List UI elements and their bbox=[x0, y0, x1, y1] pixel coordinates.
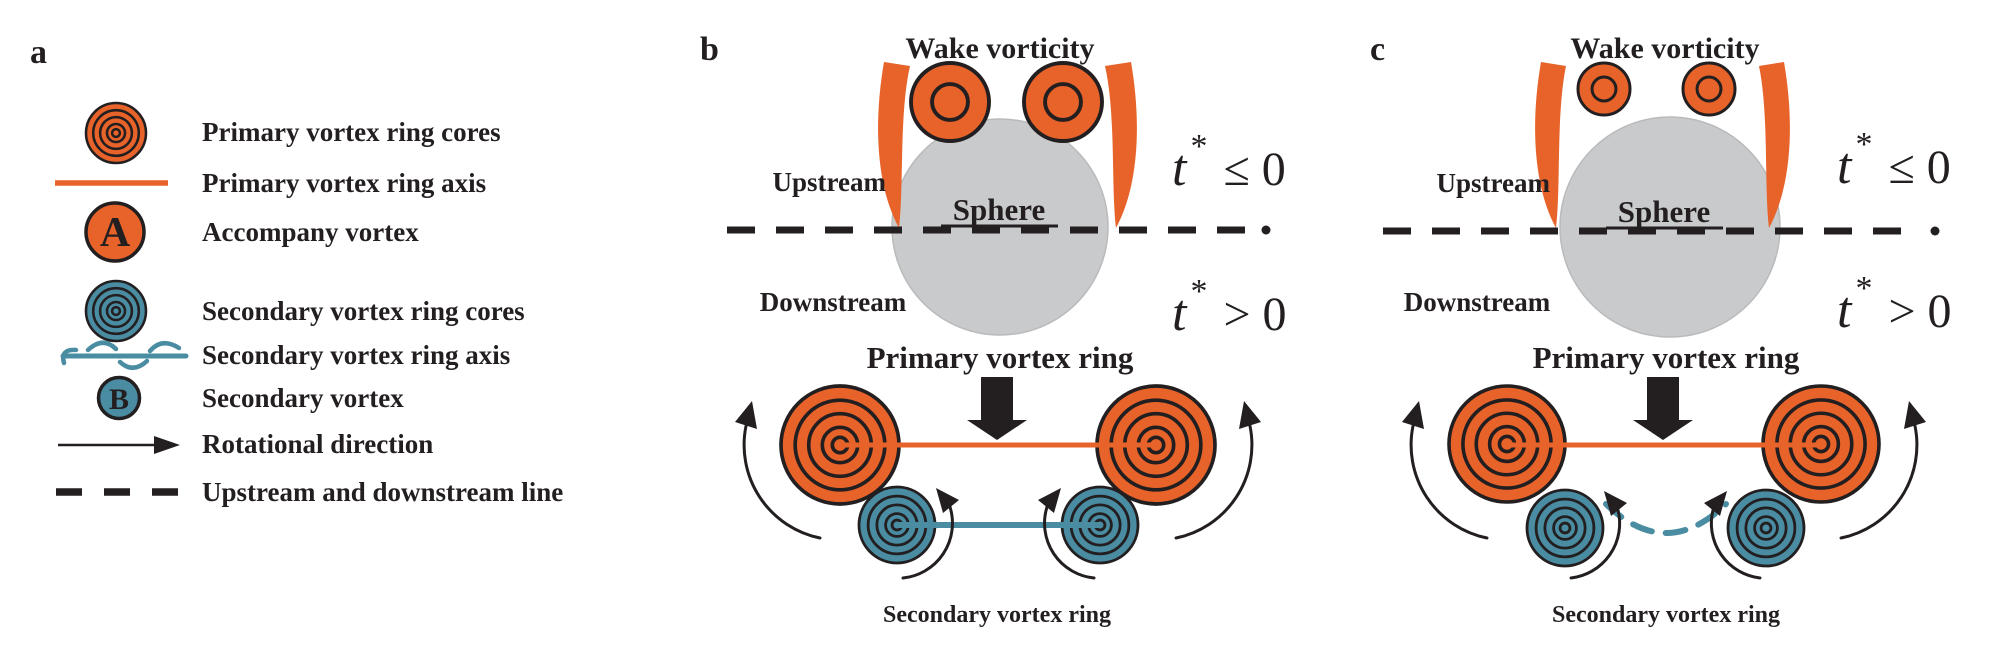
t-relation: > 0 bbox=[1888, 285, 1951, 338]
t-symbol: t bbox=[1172, 285, 1188, 342]
rotation-arrowhead-right-teal-c bbox=[1704, 491, 1727, 516]
rotation-arrowhead-right-teal-b bbox=[1038, 488, 1061, 513]
t-relation: ≤ 0 bbox=[1223, 143, 1285, 196]
rotation-arc-left-teal-b bbox=[901, 505, 954, 580]
t-superscript: * bbox=[1855, 270, 1872, 307]
rotation-arrowhead-left-teal-c bbox=[1604, 491, 1627, 516]
t-superscript: * bbox=[1855, 126, 1872, 163]
t-relation: ≤ 0 bbox=[1888, 141, 1950, 194]
secondary-vortex-ring-axis-dashed-c bbox=[1603, 501, 1729, 536]
secondary-vortex-ring-label-c: Secondary vortex ring bbox=[1552, 602, 1780, 628]
primary-vortex-ring-label-c: Primary vortex ring bbox=[1533, 340, 1800, 375]
panel-c-label: c bbox=[1370, 31, 1385, 68]
legend-label-accompany: Accompany vortex bbox=[202, 217, 419, 247]
t-superscript: * bbox=[1190, 128, 1207, 165]
legend-label-secondary-axis: Secondary vortex ring axis bbox=[202, 340, 510, 370]
rotational-direction-arrow-icon bbox=[58, 436, 180, 454]
time-downstream-formula-c: t * > 0 bbox=[1837, 270, 1952, 339]
legend-label-secondary-cores: Secondary vortex ring cores bbox=[202, 296, 525, 326]
secondary-axis-wave-2 bbox=[85, 340, 119, 353]
rotation-arrows-c bbox=[1409, 424, 1919, 580]
rotation-arc-left-orange-c bbox=[1409, 424, 1489, 540]
panel-c-wake-vorticity-label: Wake vorticity bbox=[1570, 32, 1759, 65]
upstream-label-b: Upstream bbox=[773, 167, 887, 197]
wake-vortex-core-right-b bbox=[1024, 63, 1102, 141]
legend-label-secondary-vortex: Secondary vortex bbox=[202, 383, 404, 413]
wake-vortex-core-right-c bbox=[1683, 63, 1735, 115]
wake-vortex-core-left-b bbox=[911, 63, 989, 141]
legend-label-up-down-line: Upstream and downstream line bbox=[202, 477, 563, 507]
t-relation: > 0 bbox=[1223, 288, 1286, 341]
t-symbol: t bbox=[1837, 282, 1853, 339]
accompany-vortex-circle bbox=[84, 201, 146, 263]
downstream-label-b: Downstream bbox=[760, 287, 907, 317]
rotation-arrowhead-left-orange-c bbox=[1402, 401, 1424, 429]
secondary-vortex-icon: B bbox=[96, 375, 142, 421]
panel-c: c Wake vorticity Upstream Downstream Sph… bbox=[1370, 31, 1952, 628]
secondary-core-right-c bbox=[1728, 490, 1804, 566]
downward-arrow-c bbox=[1633, 377, 1693, 440]
secondary-axis-wave-1 bbox=[61, 347, 79, 366]
rotation-arrowhead-left-teal-b bbox=[936, 488, 959, 513]
secondary-vortex-ring-cores-icon bbox=[86, 281, 146, 341]
upstream-label-c: Upstream bbox=[1437, 168, 1551, 198]
panel-a-legend: a Primary vortex ring cores Primary vort… bbox=[30, 34, 563, 507]
panel-b: b Wake vorticity Upstream Downstream Sph… bbox=[700, 31, 1287, 628]
time-downstream-formula-b: t * > 0 bbox=[1172, 273, 1287, 342]
rotation-arc-left-teal-c bbox=[1569, 508, 1622, 580]
t-superscript: * bbox=[1190, 273, 1207, 310]
sphere-label-b: Sphere bbox=[953, 192, 1045, 227]
rotation-arrowhead-left-orange-b bbox=[735, 401, 757, 429]
rotation-arc-right-orange-c bbox=[1839, 424, 1919, 540]
rotation-arc-left-orange-b bbox=[742, 424, 822, 540]
legend-label-primary-cores: Primary vortex ring cores bbox=[202, 117, 501, 147]
downward-arrow-b bbox=[967, 377, 1027, 440]
legend-label-primary-axis: Primary vortex ring axis bbox=[202, 168, 486, 198]
wake-sheet-left-c bbox=[1535, 62, 1566, 228]
secondary-vortex-ring-label-b: Secondary vortex ring bbox=[883, 602, 1111, 628]
legend-label-rotational: Rotational direction bbox=[202, 429, 433, 459]
secondary-core-left-c bbox=[1527, 490, 1603, 566]
rotation-arrowhead-right-orange-c bbox=[1904, 401, 1926, 429]
secondary-axis-wave-4 bbox=[147, 341, 182, 354]
panel-b-wake-vorticity-label: Wake vorticity bbox=[905, 32, 1094, 65]
rotation-arrowhead-right-orange-b bbox=[1239, 401, 1261, 429]
rotational-arrow-head bbox=[154, 436, 180, 454]
accompany-vortex-icon: A bbox=[84, 201, 146, 263]
rotation-arc-right-teal-c bbox=[1709, 508, 1762, 580]
time-upstream-formula-b: t * ≤ 0 bbox=[1172, 128, 1286, 197]
wake-vortex-core-left-c bbox=[1578, 63, 1630, 115]
secondary-vortex-circle bbox=[96, 375, 142, 421]
t-symbol: t bbox=[1172, 140, 1188, 197]
rotation-arc-right-orange-b bbox=[1174, 424, 1254, 540]
panel-a-label-text: a bbox=[30, 34, 47, 71]
primary-vortex-ring-label-b: Primary vortex ring bbox=[867, 340, 1134, 375]
primary-vortex-ring-cores-icon bbox=[86, 103, 146, 163]
t-symbol: t bbox=[1837, 138, 1853, 195]
time-upstream-formula-c: t * ≤ 0 bbox=[1837, 126, 1951, 195]
secondary-axis-wave-3 bbox=[117, 358, 150, 370]
downstream-label-c: Downstream bbox=[1404, 287, 1551, 317]
upstream-downstream-line-dot-c bbox=[1930, 226, 1940, 236]
upstream-downstream-line-dot-b bbox=[1261, 225, 1271, 235]
wake-sheet-right-c bbox=[1759, 62, 1790, 228]
secondary-vortex-letter: B bbox=[109, 383, 129, 416]
wake-sheet-right-b bbox=[1105, 62, 1137, 228]
secondary-vortex-ring-axis-icon bbox=[60, 340, 189, 370]
rotation-arc-right-teal-b bbox=[1043, 505, 1096, 580]
wake-sheet-left-b bbox=[878, 62, 910, 228]
sphere-label-c: Sphere bbox=[1618, 194, 1710, 229]
panel-b-label: b bbox=[700, 31, 719, 68]
rotation-arrows-b bbox=[742, 424, 1254, 580]
accompany-vortex-letter: A bbox=[100, 210, 131, 256]
